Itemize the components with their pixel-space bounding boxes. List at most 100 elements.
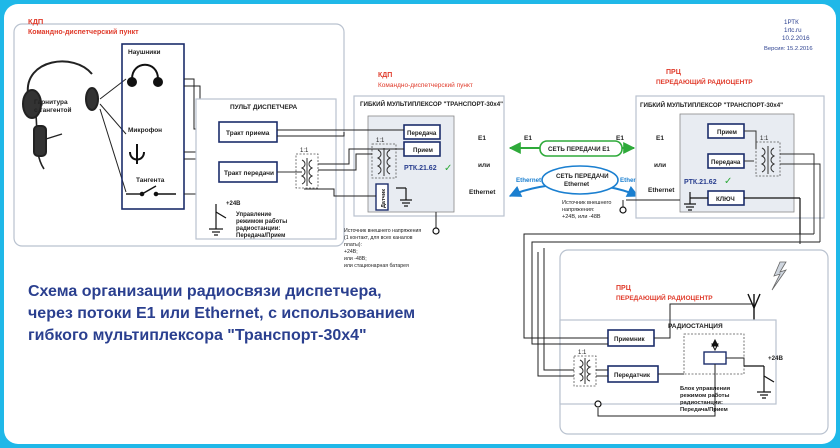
prc-power-note-3: +24В, или -48В [562, 214, 601, 220]
prc-mux-label: ГИБКИЙ МУЛЬТИПЛЕКСОР "ТРАНСПОРТ-30х4" [640, 101, 783, 109]
console-control-4: Передача/Прием [236, 233, 286, 239]
tx-path-label: Тракт передачи [224, 170, 274, 177]
antenna-icon [747, 293, 761, 322]
prc-bottom-terminal [594, 400, 602, 408]
kdp-ratio: 1:1 [376, 138, 385, 144]
kdp-power-note-4: +24В; [344, 249, 358, 255]
prc-bottom-ground-icon [744, 365, 775, 399]
console-control-2: режимом работы [236, 218, 287, 225]
kdp-e1-label: E1 [478, 135, 486, 142]
kdp-power-note-1: Источник внешнего напряжения [344, 228, 421, 234]
ethernet-network-label-1: СЕТЬ ПЕРЕДАЧИ [556, 173, 609, 180]
prc-ethernet-label: Ethernet [648, 187, 675, 194]
transmitter-label: Передатчик [614, 372, 651, 379]
corner-date: 10.2.2016 [782, 35, 810, 42]
kdp-check-icon: ✓ [444, 163, 452, 174]
headset-label-2: с тангентой [34, 106, 71, 114]
console-ratio: 1:1 [300, 148, 309, 154]
relay-box [703, 351, 727, 365]
kdp-left-subtitle: Командно-диспетчерский пункт [28, 28, 139, 36]
kdp-power-terminal [432, 227, 440, 235]
kdp-left-title: КДП [28, 17, 43, 26]
rx-path-box [218, 121, 278, 143]
corner-site: 1РТК [784, 19, 799, 26]
prc-ratio: 1:1 [760, 136, 769, 142]
headline-line-2: через потоки E1 или Ethernet, с использо… [28, 305, 415, 322]
headphones-icon [127, 63, 163, 87]
microphone-icon [129, 144, 145, 164]
diagram-canvas: КДП Командно-диспетчерский пункт Гарниту… [4, 4, 836, 444]
prc-power-terminal [619, 206, 627, 214]
kdp-transformer [371, 143, 397, 179]
ethernet-network-cloud [541, 165, 619, 195]
console-transformer [295, 153, 319, 189]
console-power: +24В [226, 201, 241, 207]
receiver-label: Приемник [614, 336, 646, 343]
prc-transformer [755, 141, 781, 177]
net-eth-left: Ethernet [516, 177, 541, 184]
e1-network-cloud [539, 140, 623, 157]
headphones-label: Наушники [128, 49, 161, 56]
prc-ground-icon [684, 192, 801, 234]
prc-bottom-ratio: 1:1 [578, 350, 587, 356]
corner-version: Версия: 15.2.2016 [764, 46, 813, 52]
prc-power-note-1: Источник внешнего [562, 200, 611, 206]
kdp-center-subtitle: Командно-диспетчерский пункт [378, 81, 473, 89]
console-ground-icon [209, 204, 227, 236]
kdp-ethernet-label: Ethernet [469, 189, 496, 196]
control-block-2: режимом работы [680, 392, 730, 399]
net-e1-left: E1 [524, 135, 532, 142]
kdp-sensor-label: Датчик [381, 189, 387, 208]
ethernet-network-label-2: Ethernet [564, 181, 589, 188]
kdp-or-label: или [478, 162, 490, 169]
prc-power-note-2: напряжения: [562, 207, 595, 213]
kdp-power-note-6: или стационарная батарея [344, 263, 409, 269]
net-eth-right: Ethernet [620, 177, 645, 184]
rx-path-label: Тракт приема [226, 130, 270, 137]
kdp-power-note-5: или -48В; [344, 256, 367, 262]
kdp-ground-icon [396, 187, 412, 207]
console-control-3: радиостанции: [236, 226, 280, 232]
diagram-svg: КДП Командно-диспетчерский пункт Гарниту… [13, 17, 829, 435]
kdp-tx-box [403, 124, 441, 140]
kdp-power-note-2: (1 контакт, для всех каналов [344, 235, 413, 241]
lightning-icon [771, 261, 788, 291]
kdp-center-title: КДП [378, 72, 392, 79]
prc-or-label: или [654, 162, 666, 169]
prc-bottom-subtitle: ПЕРЕДАЮЩИЙ РАДИОЦЕНТР [616, 293, 713, 302]
kdp-rtk-label: РТК.21.62 [404, 165, 437, 172]
prc-e1-label: E1 [656, 135, 664, 142]
prc-bottom-power: +24В [768, 355, 783, 362]
prc-rx-label: Прием [717, 129, 737, 136]
prc-tx-label: Передача [711, 159, 741, 166]
headset-components-box [121, 43, 185, 210]
headline-line-3: гибкого мультиплексора "Транспорт-30х4" [28, 327, 367, 344]
console-control-1: Управление [236, 212, 272, 218]
headset-label-1: Гарнитура [34, 99, 68, 106]
kdp-mux-label: ГИБКИЙ МУЛЬТИПЛЕКСОР "ТРАНСПОРТ-30х4" [360, 100, 503, 108]
prc-rtk-label: РТК.21.62 [684, 179, 717, 186]
radio-station-label: РАДИОСТАНЦИЯ [668, 323, 723, 330]
prc-bottom-transformer [573, 355, 597, 387]
control-block-4: Передача/Прием [680, 407, 728, 413]
headset-icon [22, 60, 99, 170]
ptt-switch-icon [126, 185, 176, 197]
kdp-tx-label: Передача [407, 130, 437, 137]
e1-network-label: СЕТЬ ПЕРЕДАЧИ E1 [548, 146, 610, 153]
prc-check-icon: ✓ [724, 176, 732, 187]
control-block-1: Блок управления [680, 386, 730, 392]
control-block-frame [683, 333, 745, 375]
relay-icon [711, 338, 719, 352]
corner-url: 1rtc.ru [784, 27, 802, 34]
headline-line-1: Схема организации радиосвязи диспетчера, [28, 283, 382, 300]
microphone-label: Микрофон [128, 127, 162, 134]
net-e1-right: E1 [616, 135, 624, 142]
prc-top-subtitle: ПЕРЕДАЮЩИЙ РАДИОЦЕНТР [656, 77, 753, 86]
control-block-3: радиостанции: [680, 400, 723, 406]
prc-top-title: ПРЦ [666, 69, 682, 76]
kdp-sensor-box [375, 183, 389, 211]
prc-key-label: КЛЮЧ [716, 196, 735, 203]
kdp-power-note-3: платы): [344, 242, 362, 248]
ptt-label: Тангента [136, 177, 165, 184]
console-title: ПУЛЬТ ДИСПЕТЧЕРА [230, 104, 297, 111]
